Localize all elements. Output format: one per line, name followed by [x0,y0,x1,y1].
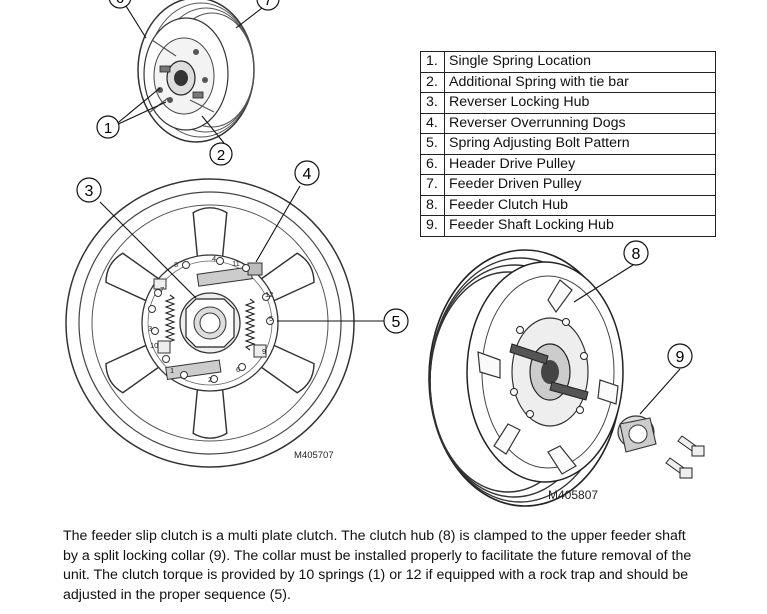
legend-row: 6.Header Drive Pulley [420,153,716,175]
svg-text:9: 9 [676,349,685,366]
legend-row: 4.Reverser Overrunning Dogs [420,112,716,134]
callout-5: 5 [383,308,409,334]
legend-label: Reverser Overrunning Dogs [444,112,716,134]
callout-2: 2 [209,142,233,166]
callout-1: 1 [96,115,120,139]
bolt-number: 7 [160,285,164,294]
bolt-number: 9 [262,347,266,356]
top-pulley-drawing [137,0,255,143]
legend-label: Header Drive Pulley [444,153,716,175]
svg-text:3: 3 [85,183,94,200]
svg-text:4: 4 [303,166,312,183]
callout-9: 9 [667,343,693,369]
legend-row: 5.Spring Adjusting Bolt Pattern [420,133,716,155]
locking-collar [617,415,705,479]
svg-text:6: 6 [116,0,124,7]
legend-label: Spring Adjusting Bolt Pattern [444,133,716,155]
legend-label: Feeder Shaft Locking Hub [444,215,716,237]
svg-text:7: 7 [264,0,272,9]
bolt-number: 11 [232,259,240,268]
bolt-number: 5 [269,314,273,323]
bolt-sequence-numbers: 8 4 11 7 12 3 5 10 1 9 2 6 [148,254,273,384]
front-view-pulley [65,178,355,468]
parts-legend-table: 1.Single Spring Location 2.Additional Sp… [420,51,716,237]
figure-code-right: M405807 [548,488,599,502]
svg-text:2: 2 [217,147,225,164]
leader-lines [99,5,681,415]
bolt-number: 3 [148,324,152,333]
svg-text:8: 8 [632,246,641,263]
callout-4: 4 [294,160,320,186]
svg-text:1: 1 [104,120,112,137]
bolt-number: 1 [170,366,174,375]
perspective-pulley [428,249,624,507]
bolt-number: 10 [150,341,158,350]
callout-6: 6 [108,0,132,9]
legend-label: Additional Spring with tie bar [444,71,716,93]
svg-text:5: 5 [392,314,401,331]
bolt-number: 2 [208,375,212,384]
bolt-number: 6 [236,365,240,374]
caption-paragraph: The feeder slip clutch is a multi plate … [63,528,692,603]
callout-7: 7 [256,0,280,11]
bolt-number: 4 [212,254,216,263]
callout-8: 8 [623,240,649,266]
callout-3: 3 [76,177,102,203]
bolt-number: 8 [174,260,178,269]
legend-row: 9.Feeder Shaft Locking Hub [420,215,716,237]
bolt-number: 12 [265,290,273,299]
clutch-illustration: 8 4 11 7 12 3 5 10 1 9 2 6 [65,0,705,507]
figure-code-left: M405707 [294,450,334,461]
legend-row: 2.Additional Spring with tie bar [420,71,716,93]
